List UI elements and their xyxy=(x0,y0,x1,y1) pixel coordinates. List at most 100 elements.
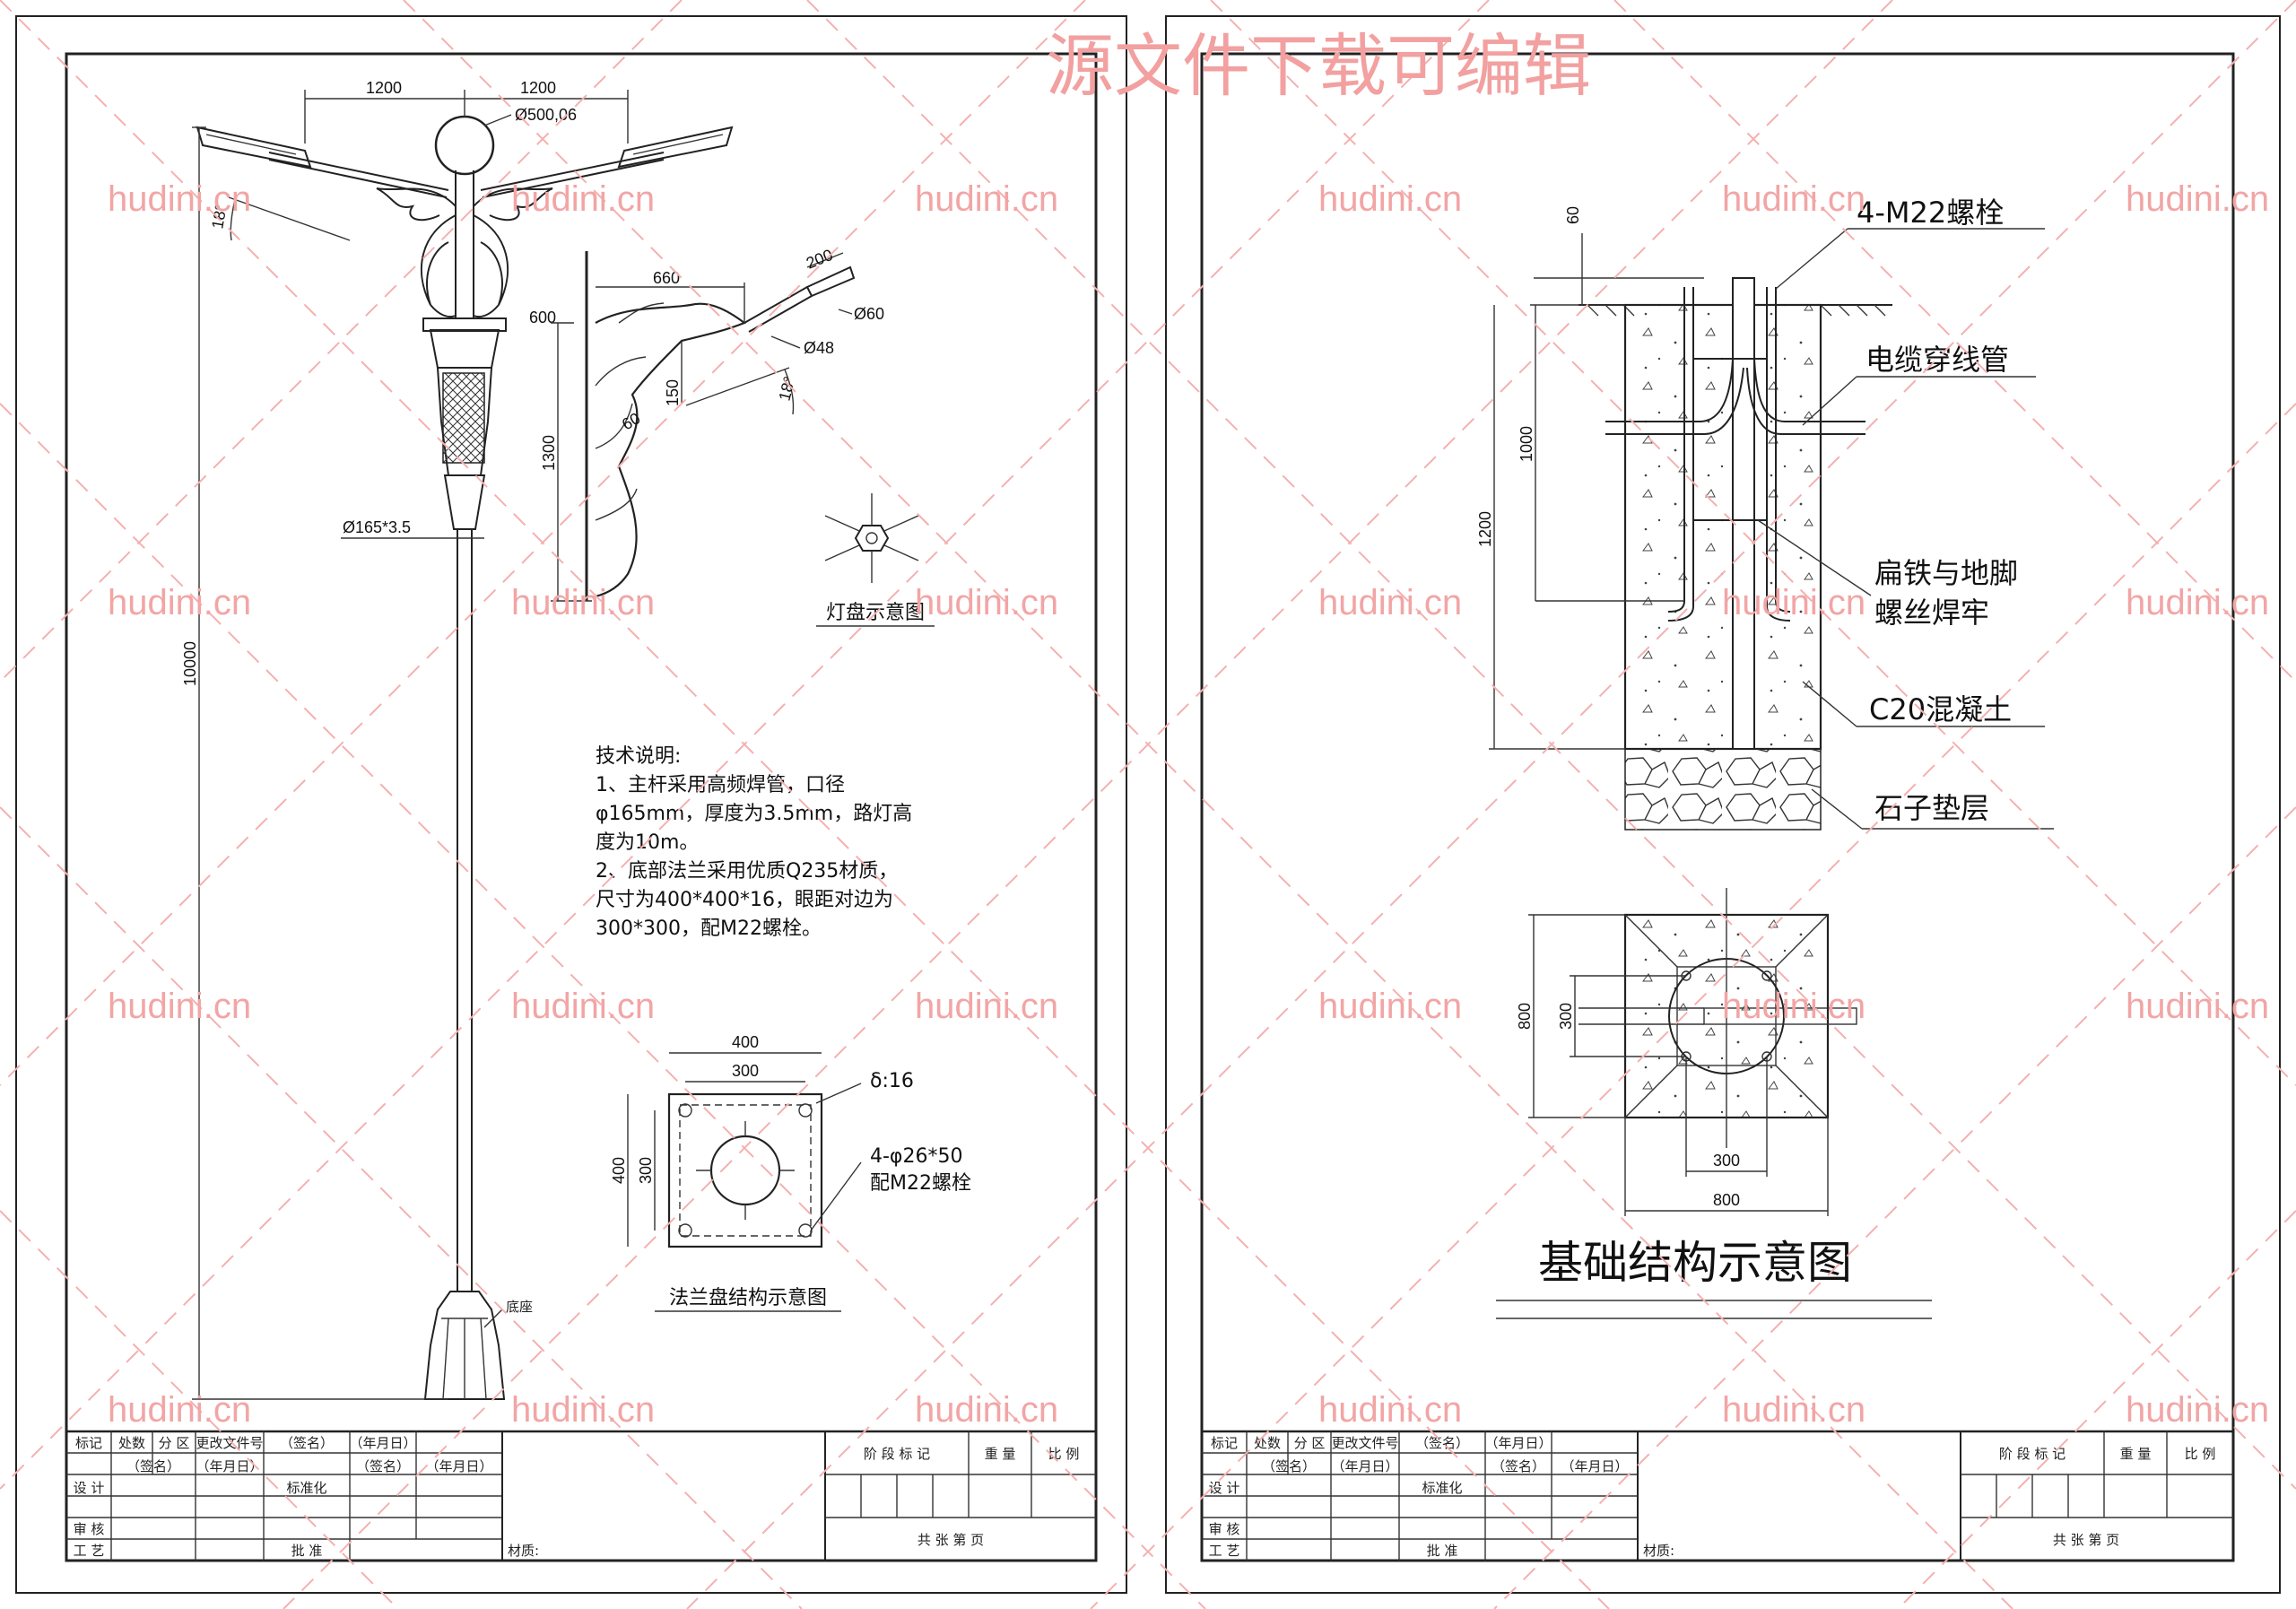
tb-cell: 更改文件号 xyxy=(196,1435,263,1451)
tb-stage: 阶 段 标 记 xyxy=(1999,1446,2066,1462)
watermark-text: hudini.cn xyxy=(1318,179,1462,219)
tb-cell: 工 艺 xyxy=(1209,1543,1240,1559)
tb-scale: 比 例 xyxy=(2185,1446,2216,1462)
tb-cell: 批 准 xyxy=(1427,1543,1458,1559)
flange-dim-w400: 400 xyxy=(732,1033,759,1051)
tb-cell: 更改文件号 xyxy=(1331,1435,1398,1451)
bracket-dim-600: 600 xyxy=(529,309,556,326)
editable-source-banner: 源文件下载可编辑 xyxy=(1046,26,1591,106)
watermark-text: hudini.cn xyxy=(1722,1390,1866,1430)
bracket-dim-angle: 18° xyxy=(775,375,798,403)
tb-cell: 分 区 xyxy=(1294,1435,1326,1451)
foundation-title: 基础结构示意图 xyxy=(1538,1237,1852,1289)
watermark-text: hudini.cn xyxy=(915,179,1058,219)
tb-cell: （年月日） xyxy=(349,1435,416,1451)
left-sheet-frame xyxy=(15,15,1127,1594)
tech-note-line: 2、底部法兰采用优质Q235材质， xyxy=(596,860,898,883)
plan-dim-h800: 800 xyxy=(1516,1003,1534,1030)
label-cable: 电缆穿线管 xyxy=(1866,343,2009,377)
bracket-dim-200: 200 xyxy=(804,246,835,273)
watermark-text: hudini.cn xyxy=(2126,987,2269,1026)
tech-notes: 技术说明: 1、主杆采用高频焊管，口径 φ165mm，厚度为3.5mm，路灯高 … xyxy=(596,745,912,940)
watermark-text: hudini.cn xyxy=(511,1390,655,1430)
watermark-text: hudini.cn xyxy=(915,1390,1058,1430)
flange-bolts: 配M22螺栓 xyxy=(870,1172,971,1195)
tb-cell: （年月日） xyxy=(425,1458,492,1474)
watermark-text: hudini.cn xyxy=(2126,179,2269,219)
watermark-text-grid: hudini.cn hudini.cn hudini.cn hudini.cn hudi… xyxy=(108,179,2269,1430)
tb-cell: 标准化 xyxy=(286,1480,326,1496)
tb-cell: （年月日） xyxy=(1561,1458,1628,1474)
tb-cell: （签名） xyxy=(1492,1458,1545,1474)
tb-cell: 处数 xyxy=(1254,1435,1281,1451)
flange-dim-w300: 300 xyxy=(732,1062,759,1080)
bracket-dim-d60: Ø60 xyxy=(854,305,884,323)
watermark-text: hudini.cn xyxy=(108,1390,251,1430)
bracket-dim-1300: 1300 xyxy=(540,435,558,471)
flange-plate-diagram: 400 300 400 300 δ:16 4-φ26*50 配M22螺栓 法兰盘… xyxy=(610,1033,971,1312)
tech-note-line: 技术说明: xyxy=(596,745,681,768)
pole-dimensions: 1200 1200 Ø500,06 18° Ø165*3.5 10000 底座 xyxy=(181,79,629,1400)
tech-note-line: φ165mm，厚度为3.5mm，路灯高 xyxy=(596,803,912,825)
tb-weight: 重 量 xyxy=(2120,1446,2152,1462)
tb-cell: （签名） xyxy=(280,1435,334,1451)
tb-cell: 审 核 xyxy=(1209,1521,1240,1537)
tb-cell: 分 区 xyxy=(159,1435,190,1451)
label-gravel: 石子垫层 xyxy=(1874,791,1989,825)
arm-bracket-detail: 660 600 200 Ø60 Ø48 150 18° 60 1300 xyxy=(529,246,884,602)
section-dim-60: 60 xyxy=(1564,206,1582,224)
dim-pipe: Ø165*3.5 xyxy=(343,518,411,536)
tb-sheets: 共 张 第 页 xyxy=(2053,1532,2119,1548)
watermark-text: hudini.cn xyxy=(2126,1390,2269,1430)
watermark-text: hudini.cn xyxy=(1318,987,1462,1026)
dim-angle-arm: 18° xyxy=(208,203,230,230)
tb-cell: 设 计 xyxy=(1209,1480,1240,1496)
label-concrete: C20混凝土 xyxy=(1869,692,2012,726)
tb-cell: （签名） xyxy=(126,1458,180,1474)
label-weld1: 扁铁与地脚 xyxy=(1874,556,2018,590)
bracket-dim-150: 150 xyxy=(664,379,682,406)
foundation-section: 60 1000 1200 4-M22螺栓 电缆穿线管 扁铁与地脚 螺丝焊牢 C2… xyxy=(1476,196,2054,831)
street-lamp-pole xyxy=(196,115,734,1400)
tb-sheets: 共 张 第 页 xyxy=(918,1532,984,1548)
flange-thickness: δ:16 xyxy=(870,1070,914,1092)
tb-cell: 设 计 xyxy=(74,1480,105,1496)
tb-cell: （签名） xyxy=(1415,1435,1469,1451)
watermark-text: hudini.cn xyxy=(1722,583,1866,622)
tb-cell: 处数 xyxy=(118,1435,145,1451)
tech-note-line: 300*300，配M22螺栓。 xyxy=(596,918,822,940)
watermark-text: hudini.cn xyxy=(511,583,655,622)
bracket-dim-660: 660 xyxy=(653,269,680,287)
tb-cell: （签名） xyxy=(356,1458,410,1474)
watermark-text: hudini.cn xyxy=(1318,583,1462,622)
tb-material: 材质: xyxy=(1643,1543,1674,1559)
flange-holes: 4-φ26*50 xyxy=(870,1145,962,1168)
bracket-dim-60: 60 xyxy=(619,409,643,433)
watermark-text: hudini.cn xyxy=(108,179,251,219)
watermark-text: hudini.cn xyxy=(511,987,655,1026)
flange-title: 法兰盘结构示意图 xyxy=(669,1287,827,1309)
watermark-text: hudini.cn xyxy=(1722,987,1866,1026)
flange-dim-h400: 400 xyxy=(610,1157,628,1184)
watermark-text: hudini.cn xyxy=(511,179,655,219)
watermark-text: hudini.cn xyxy=(108,987,251,1026)
watermark-text: hudini.cn xyxy=(915,583,1058,622)
tb-cell: 标记 xyxy=(1211,1435,1238,1451)
watermark-text: hudini.cn xyxy=(108,583,251,622)
tb-material: 材质: xyxy=(508,1543,539,1559)
tech-note-line: 尺寸为400*400*16，眼距对边为 xyxy=(596,889,893,911)
watermark-text: hudini.cn xyxy=(1722,179,1866,219)
tb-stage: 阶 段 标 记 xyxy=(864,1446,930,1462)
tb-cell: 标准化 xyxy=(1422,1480,1462,1496)
plan-dim-w300: 300 xyxy=(1713,1152,1740,1170)
tb-cell: 工 艺 xyxy=(74,1543,105,1559)
tb-cell: （签名） xyxy=(1262,1458,1316,1474)
flange-dim-h300: 300 xyxy=(637,1157,655,1184)
left-title-block: 标记 处数 分 区 更改文件号 （签名） （年月日） 设 计 （签名） （年月日… xyxy=(65,1430,1098,1562)
plan-dim-h300: 300 xyxy=(1557,1003,1575,1030)
section-dim-1000: 1000 xyxy=(1518,426,1535,462)
section-dim-1200: 1200 xyxy=(1476,511,1494,547)
tb-cell: 审 核 xyxy=(74,1521,105,1537)
dim-arm-right: 1200 xyxy=(520,79,556,97)
